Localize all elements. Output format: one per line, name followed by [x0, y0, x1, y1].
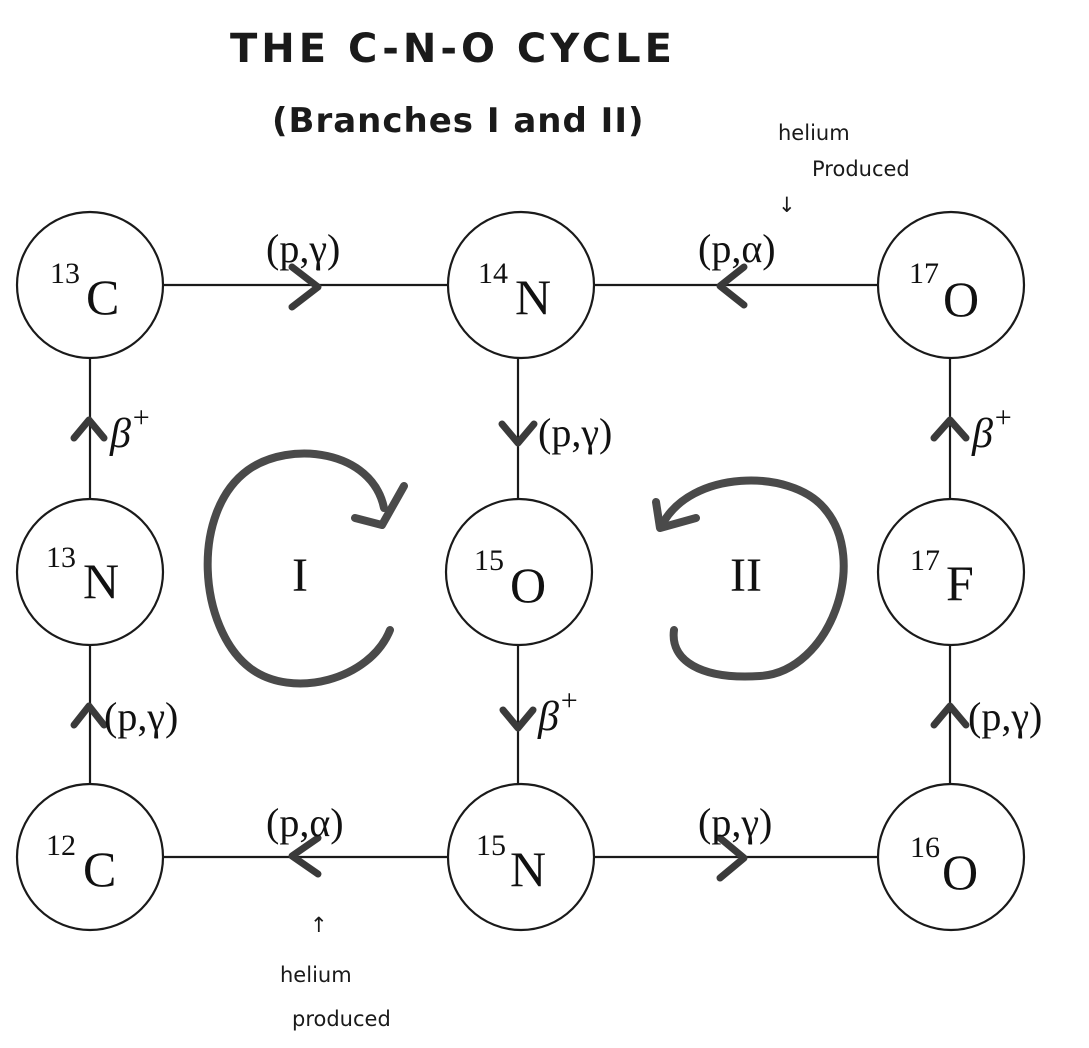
helium-note-bottom-arrow: ↑ [310, 913, 328, 937]
reaction-label-o16-f17: (p,γ) [968, 694, 1042, 739]
node-c12: 12 C [15, 782, 165, 932]
helium-note-top-arrow: ↓ [778, 193, 796, 217]
cycle-arrow-branch-one [203, 449, 394, 688]
node-n13-mass: 13 [46, 541, 76, 574]
arrowhead-up-n13-c13 [70, 416, 108, 442]
node-o16-symbol: O [942, 844, 978, 900]
arrowhead-down-n14-o15 [498, 420, 538, 447]
arrowhead-down-o15-n15 [499, 706, 537, 732]
diagram-subtitle: (Branches I and II) [272, 101, 645, 141]
node-c13: 13 C [15, 210, 165, 360]
arrowheads [70, 263, 970, 882]
diagram-title: THE C-N-O CYCLE [230, 26, 676, 72]
arrowhead-up-f17-o17 [930, 416, 970, 442]
node-n15-mass: 15 [476, 829, 506, 862]
node-n14-mass: 14 [478, 257, 508, 290]
node-o15-symbol: O [510, 557, 546, 613]
reaction-label-n14-o15: (p,γ) [538, 410, 612, 455]
arrowhead-up-o16-f17 [930, 702, 970, 729]
reaction-label-o17-n14: (p,α) [698, 226, 776, 271]
helium-note-bottom-line1: helium [280, 963, 352, 987]
reaction-label-n15-c12: (p,α) [266, 800, 344, 845]
beta-label-o15-n15: β+ [537, 684, 579, 740]
node-c12-symbol: C [83, 841, 116, 897]
node-o15-circle [444, 497, 594, 647]
helium-note-top-line2: Produced [812, 157, 910, 181]
cycle-arrow-branch-one-head [351, 482, 408, 529]
reaction-label-c12-n13: (p,γ) [104, 694, 178, 739]
arrowhead-up-c12-n13 [70, 702, 108, 729]
node-n13-symbol: N [83, 553, 119, 609]
branch-label-one: I [292, 549, 308, 602]
node-c13-symbol: C [86, 269, 119, 325]
cycle-arrows [203, 449, 848, 688]
reaction-label-c13-n14: (p,γ) [266, 226, 340, 271]
node-o16-circle [876, 782, 1026, 932]
node-n15: 15 N [446, 782, 596, 932]
node-o15-mass: 15 [474, 544, 504, 577]
beta-label-f17-o17: β+ [971, 401, 1013, 457]
node-n14-circle [446, 210, 596, 360]
node-c13-circle [15, 210, 165, 360]
node-n13: 13 N [15, 497, 165, 647]
arrowhead-left-n15-c12 [288, 834, 322, 878]
node-o15: 15 O [444, 497, 594, 647]
node-o17-circle [876, 210, 1026, 360]
node-f17: 17 F [876, 497, 1026, 647]
node-o17-mass: 17 [909, 257, 939, 290]
node-n15-circle [446, 782, 596, 932]
beta-label-n13-c13: β+ [109, 401, 151, 457]
node-n14-symbol: N [515, 269, 551, 325]
node-f17-circle [876, 497, 1026, 647]
node-o16-mass: 16 [910, 831, 940, 864]
cycle-arrow-branch-two [658, 476, 848, 681]
edges [88, 283, 952, 859]
arrowhead-right-n15-o16 [716, 834, 748, 882]
node-f17-mass: 17 [910, 544, 940, 577]
node-f17-symbol: F [946, 555, 974, 611]
node-n15-symbol: N [510, 841, 546, 897]
node-o17: 17 O [876, 210, 1026, 360]
node-o16: 16 O [876, 782, 1026, 932]
node-c12-circle [15, 782, 165, 932]
arrowhead-right-c13-n14 [288, 263, 322, 311]
arrowhead-left-o17-n14 [716, 263, 748, 309]
node-c13-mass: 13 [50, 257, 80, 290]
node-c12-mass: 12 [46, 829, 76, 862]
helium-note-bottom-line2: produced [292, 1007, 391, 1031]
node-o17-symbol: O [943, 271, 979, 327]
branch-label-two: II [730, 549, 762, 602]
reaction-label-n15-o16: (p,γ) [698, 800, 772, 845]
node-n14: 14 N [446, 210, 596, 360]
cycle-arrow-branch-two-head [652, 498, 700, 532]
helium-note-top-line1: helium [778, 121, 850, 145]
node-n13-circle [15, 497, 165, 647]
